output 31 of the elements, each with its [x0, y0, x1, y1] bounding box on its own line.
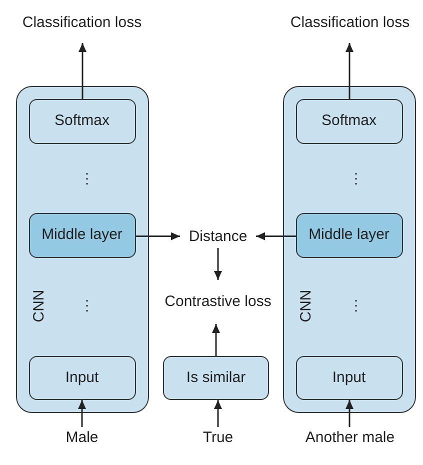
- layer-box: Input: [28, 356, 136, 400]
- text-label: Male: [32, 427, 132, 449]
- text-label: Classification loss: [22, 3, 142, 43]
- arrow: [78, 43, 86, 99]
- arrow: [256, 232, 296, 240]
- layer-box: Softmax: [296, 98, 402, 144]
- arrow: [346, 43, 354, 99]
- arrow: [212, 324, 220, 356]
- arrow: [214, 248, 222, 280]
- cnn-panel: [16, 86, 149, 413]
- ellipsis-mark: ⋮: [349, 297, 361, 313]
- arrow: [214, 400, 222, 427]
- ellipsis-mark: ⋮: [80, 170, 92, 186]
- text-label: Another male: [290, 427, 410, 449]
- layer-box: Softmax: [28, 98, 136, 144]
- arrow: [346, 400, 354, 427]
- layer-box: Is similar: [163, 356, 269, 400]
- layer-box: Input: [296, 356, 402, 400]
- text-label: True: [168, 427, 268, 449]
- panel-title: CNN: [297, 290, 316, 322]
- panel-title: CNN: [30, 290, 48, 322]
- arrow: [136, 232, 180, 240]
- text-label: Contrastive loss: [160, 280, 276, 324]
- text-label: Classification loss: [290, 3, 410, 43]
- text-label: Distance: [180, 226, 256, 248]
- layer-box: Middle layer: [28, 212, 136, 258]
- cnn-panel: [283, 86, 416, 413]
- arrow: [78, 400, 86, 427]
- ellipsis-mark: ⋮: [349, 170, 361, 186]
- ellipsis-mark: ⋮: [80, 297, 92, 313]
- layer-box: Middle layer: [296, 212, 402, 258]
